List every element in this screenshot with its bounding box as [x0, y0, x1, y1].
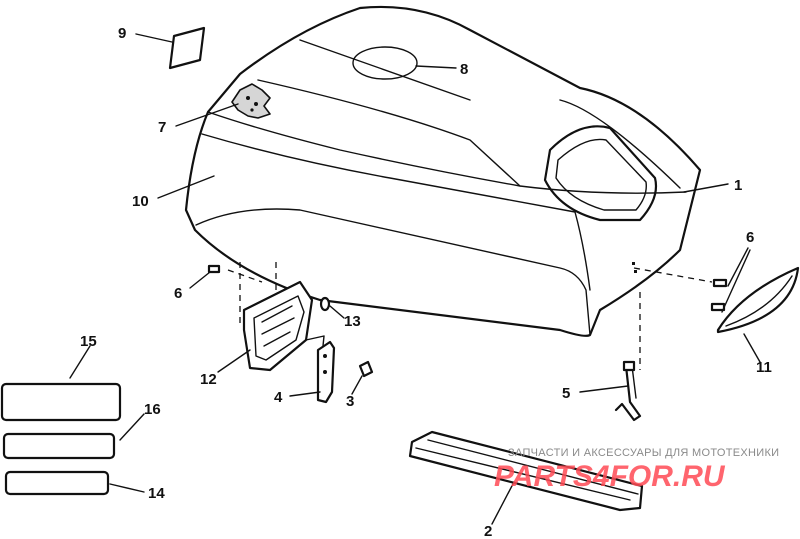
bracket-5 — [614, 360, 642, 422]
decal-14 — [4, 470, 110, 496]
latch-lever-4 — [316, 340, 336, 404]
watermark-logo: PARTS4FOR.RU — [494, 460, 726, 493]
side-window — [543, 125, 658, 222]
callout-5: 5 — [562, 385, 570, 402]
callout-15: 15 — [80, 333, 97, 350]
callout-2: 2 — [484, 523, 492, 539]
screw-6-right-a — [712, 278, 728, 288]
watermark-caption: ЗАПЧАСТИ И АКСЕССУАРЫ ДЛЯ МОТОТЕХНИКИ — [508, 447, 779, 459]
callout-9: 9 — [118, 25, 126, 42]
decal-11 — [716, 266, 800, 334]
screw-6-left — [207, 264, 221, 274]
leader-lines — [69, 33, 761, 525]
callout-3: 3 — [346, 393, 354, 410]
callout-11: 11 — [756, 359, 772, 376]
top-opening — [352, 46, 418, 80]
seal-strip-2 — [408, 430, 644, 512]
callout-14: 14 — [148, 485, 165, 502]
watermark: ЗАПЧАСТИ И АКСЕССУАРЫ ДЛЯ МОТОТЕХНИКИ PA… — [494, 447, 779, 493]
callout-numbers: 9 7 8 10 1 6 6 13 12 4 3 5 11 2 15 16 14 — [80, 25, 772, 539]
motor-cover — [184, 5, 702, 337]
decal-15 — [0, 382, 122, 422]
decal-9 — [168, 26, 206, 70]
decal-16 — [2, 432, 116, 460]
callout-7: 7 — [158, 119, 166, 136]
callout-6-left: 6 — [174, 285, 182, 302]
callout-12: 12 — [200, 371, 217, 388]
screw-3 — [358, 360, 374, 378]
callout-16: 16 — [144, 401, 161, 418]
callout-13: 13 — [344, 313, 361, 330]
decal-7 — [231, 83, 271, 119]
callout-8: 8 — [460, 61, 468, 78]
callout-1: 1 — [734, 177, 742, 194]
callout-4: 4 — [274, 389, 283, 406]
callout-10: 10 — [132, 193, 149, 210]
washer-13 — [319, 296, 331, 312]
screw-6-right-b — [710, 302, 726, 312]
callout-6-right: 6 — [746, 229, 754, 246]
